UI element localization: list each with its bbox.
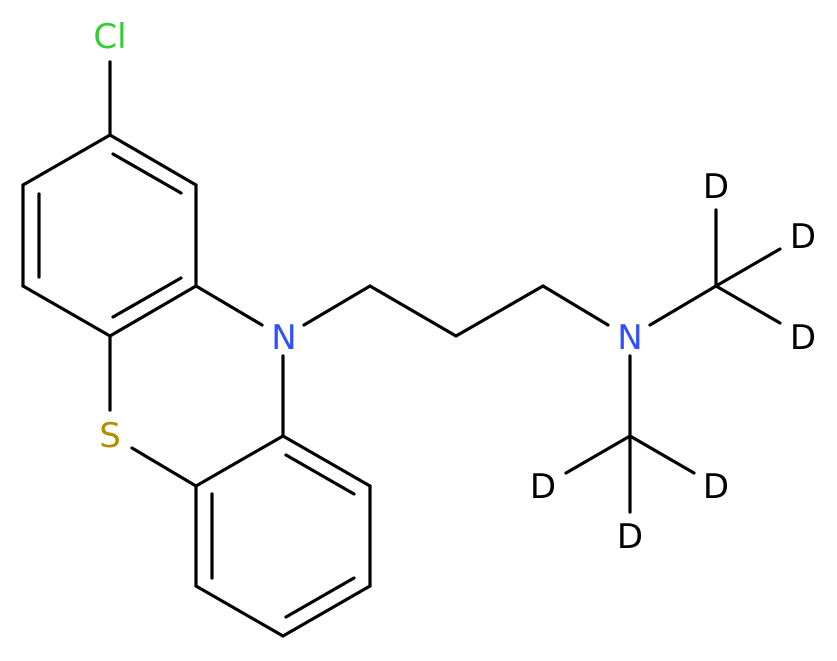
propyl-chain [302, 284, 610, 338]
central-ring [108, 284, 285, 488]
deuterium-atom-4: D [530, 467, 556, 507]
sulfur-atom: S [99, 416, 121, 456]
deuterium-atom-6: D [617, 517, 643, 557]
amine-nitrogen-atom: N [617, 318, 642, 358]
cd3-groups [564, 208, 782, 514]
deuterium-atom-5: D [703, 467, 729, 507]
lower-benzene-ring [194, 434, 372, 638]
ring-nitrogen-atom: N [271, 318, 296, 358]
deuterium-atom-2: D [790, 217, 816, 257]
chlorine-atom: Cl [93, 17, 126, 57]
deuterium-atom-1: D [703, 167, 729, 207]
upper-benzene-ring [21, 133, 198, 338]
deuterium-atom-3: D [790, 318, 816, 358]
